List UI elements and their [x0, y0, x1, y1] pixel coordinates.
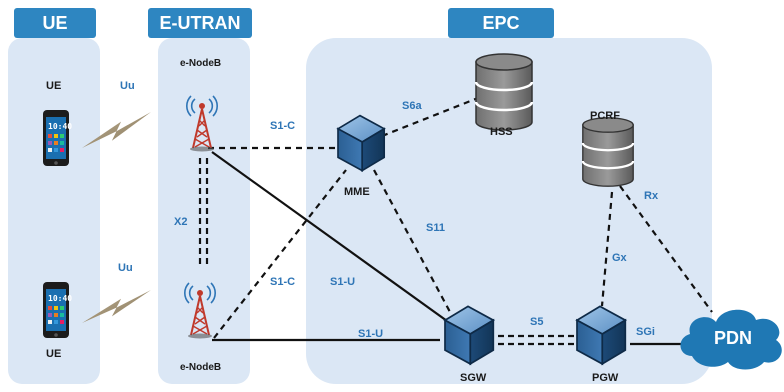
label-sgw: SGW [460, 372, 487, 384]
label-hss: HSS [490, 126, 513, 138]
iface-s1u-bottom: S1-U [358, 328, 384, 340]
gx-link [600, 191, 614, 307]
links [198, 96, 713, 346]
database-icon [581, 116, 635, 188]
s1u-diag-link [211, 151, 455, 327]
phone-icon [43, 282, 69, 338]
iface-uu-bottom: Uu [118, 262, 133, 274]
iface-s1u-diag: S1-U [330, 276, 356, 288]
label-pgw: PGW [592, 372, 619, 384]
header-epc: EPC [448, 8, 554, 38]
label-mme: MME [344, 186, 370, 198]
ue-panel [8, 38, 100, 384]
iface-rx: Rx [644, 190, 659, 202]
label-ue-top: UE [46, 80, 62, 92]
iface-s11: S11 [426, 222, 445, 234]
label-enb-bottom: e-NodeB [180, 362, 222, 373]
label-pdn: PDN [714, 328, 753, 348]
database-icon [474, 52, 534, 132]
iface-uu-top: Uu [120, 80, 135, 92]
phone-time-top: 10:40 [48, 122, 73, 131]
iface-s1c-bottom: S1-C [270, 276, 296, 288]
phone-icon [43, 110, 69, 166]
iface-s6a: S6a [402, 100, 422, 112]
rx-link [619, 185, 713, 313]
header-eutran: E-UTRAN [148, 8, 252, 38]
iface-s1c-top: S1-C [270, 120, 296, 132]
label-enb-top: e-NodeB [180, 58, 222, 69]
iface-gx: Gx [612, 252, 627, 264]
s1c-bottom-link [213, 169, 347, 339]
iface-sgi: SGi [636, 326, 655, 338]
header-ue: UE [14, 8, 96, 38]
iface-x2: X2 [174, 216, 188, 228]
label-pcrf: PCRF [590, 110, 620, 122]
label-ue-bottom: UE [46, 348, 62, 360]
iface-s5: S5 [530, 316, 544, 328]
eutran-panel [158, 38, 250, 384]
cloud-icon [680, 309, 782, 370]
s11-link [373, 169, 451, 313]
phone-time-bottom: 10:40 [48, 294, 73, 303]
